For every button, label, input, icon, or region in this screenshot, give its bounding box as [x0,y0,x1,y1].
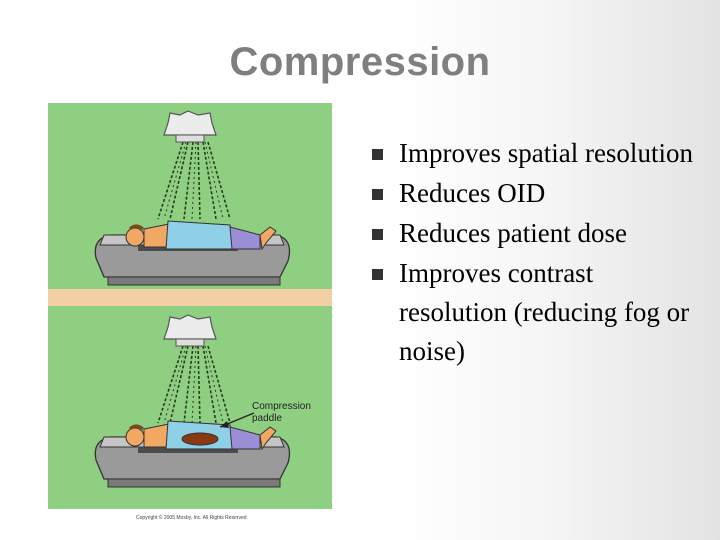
bullet-item: Improves contrast resolution (reducing f… [362,254,702,371]
square-bullet-icon [372,189,383,200]
copyright-text: Copyright © 2005 Mosby, Inc. All Rights … [136,514,247,521]
annotation-label-line1: Compression [252,401,311,412]
bullet-item: Reduces OID [362,174,702,213]
square-bullet-icon [372,149,383,160]
annotation-label-line2: paddle [252,413,282,424]
copyright-strip [48,509,332,521]
compression-figure: Compression paddle Copyright © 2005 Mosb… [48,103,332,521]
bullet-list: Improves spatial resolution Reduces OID … [362,134,702,372]
compression-illustration: Compression paddle Copyright © 2005 Mosb… [48,103,332,521]
bullet-item: Improves spatial resolution [362,134,702,173]
bullet-item: Reduces patient dose [362,214,702,253]
square-bullet-icon [372,269,383,280]
compression-paddle [181,432,219,446]
square-bullet-icon [372,229,383,240]
slide-title: Compression [229,40,491,84]
top-panel-floor [48,289,332,306]
